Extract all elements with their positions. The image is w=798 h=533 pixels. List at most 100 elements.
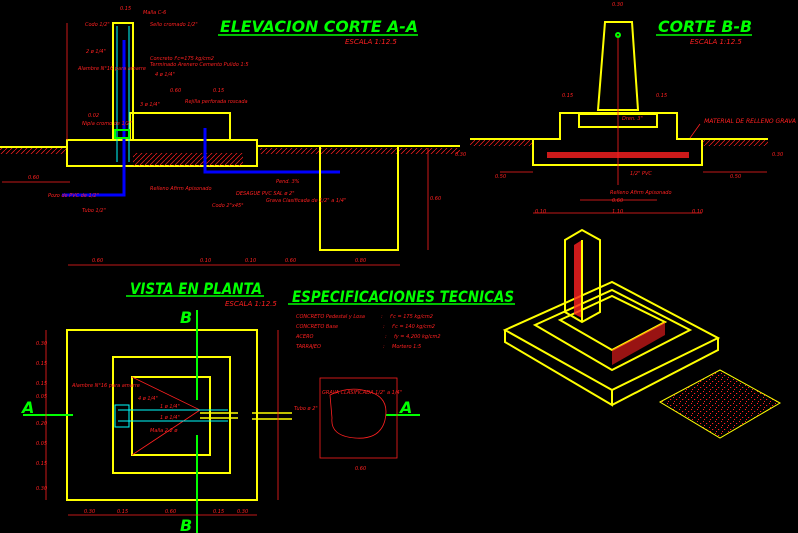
- slab-step: [129, 112, 231, 141]
- svg-text::: :: [381, 314, 383, 320]
- svg-text:Malla C-6: Malla C-6: [143, 10, 166, 16]
- svg-text:Codo 1/2": Codo 1/2": [85, 22, 110, 28]
- svg-text:0.30: 0.30: [455, 152, 466, 158]
- svg-text:0.30: 0.30: [237, 509, 248, 515]
- svg-text:1/2" PVC: 1/2" PVC: [630, 171, 652, 177]
- svg-text:Terminado Arenero Cemento Puli: Terminado Arenero Cemento Pulido 1:5: [150, 62, 249, 68]
- svg-text:0.60: 0.60: [612, 198, 623, 204]
- svg-text:0.15: 0.15: [562, 93, 573, 99]
- plan-dimensions: 0.30 0.15 0.60 0.15 0.30 0.60 0.30 0.15 …: [36, 341, 366, 515]
- isometric-view: [502, 228, 782, 439]
- svg-text::: :: [385, 334, 387, 340]
- svg-text:Pend. 3%: Pend. 3%: [276, 179, 300, 185]
- technical-specs: ESPECIFICACIONES TECNICAS CONCRETO Pedes…: [288, 287, 515, 350]
- svg-text:0.50: 0.50: [730, 174, 741, 180]
- section-a-marker-right: A: [398, 398, 412, 417]
- svg-text:0.05: 0.05: [36, 441, 47, 447]
- svg-text::: :: [383, 344, 385, 350]
- svg-text:0.30: 0.30: [772, 152, 783, 158]
- svg-text:f'c = 140 kg/cm2: f'c = 140 kg/cm2: [392, 324, 435, 330]
- svg-text:0.02: 0.02: [88, 113, 99, 119]
- svg-text:CONCRETO Pedestal y Losa: CONCRETO Pedestal y Losa: [296, 314, 365, 320]
- section-a-marker-left: A: [20, 398, 34, 417]
- svg-text:0.15: 0.15: [656, 93, 667, 99]
- svg-text:0.05: 0.05: [36, 394, 47, 400]
- svg-text:Mortero 1:5: Mortero 1:5: [392, 344, 421, 350]
- svg-text:DESAGUE PVC SAL ø 2": DESAGUE PVC SAL ø 2": [236, 191, 295, 197]
- nipple-fitting: [114, 129, 130, 139]
- svg-text:4 ø 1/4": 4 ø 1/4": [155, 72, 175, 78]
- section-b-scale: ESCALA 1:12.5: [690, 38, 742, 46]
- elevation-scale: ESCALA 1:12.5: [345, 38, 397, 46]
- svg-text:0.15: 0.15: [117, 509, 128, 515]
- svg-text:1 ø 1/4": 1 ø 1/4": [160, 415, 180, 421]
- svg-text:Rejilla perforada roscada: Rejilla perforada roscada: [185, 99, 248, 105]
- svg-text:0.20: 0.20: [36, 421, 47, 427]
- gravel-pit: [319, 145, 399, 251]
- spec-row: CONCRETO Pedestal y Losa: f'c = 175 kg/cm…: [296, 314, 433, 320]
- section-b-marker-bottom: B: [180, 516, 192, 533]
- svg-text:0.30: 0.30: [36, 341, 47, 347]
- spec-row: TARRAJEO: Mortero 1:5: [296, 344, 421, 350]
- svg-text:0.60: 0.60: [165, 509, 176, 515]
- svg-text:CONCRETO Base: CONCRETO Base: [296, 324, 338, 330]
- svg-text:0.30: 0.30: [36, 486, 47, 492]
- section-b: CORTE B-B ESCALA 1:12.5 Dren. 3" MATERIA…: [455, 2, 796, 215]
- svg-text:3 ø 1/4": 3 ø 1/4": [140, 102, 160, 108]
- svg-text:0.60: 0.60: [28, 175, 39, 181]
- svg-text:0.15: 0.15: [36, 361, 47, 367]
- section-b-title: CORTE B-B: [658, 17, 752, 36]
- svg-text:Relleno Afirm Apisonado: Relleno Afirm Apisonado: [610, 190, 672, 196]
- elevation-section-a: ELEVACION CORTE A-A ESCALA 1:12.5 Malla …: [0, 6, 460, 266]
- svg-text:1 ø 1/4": 1 ø 1/4": [160, 404, 180, 410]
- svg-text:0.15: 0.15: [36, 381, 47, 387]
- spec-row: ACERO: fy = 4,200 kg/cm2: [295, 334, 441, 340]
- svg-text:0.60: 0.60: [170, 88, 181, 94]
- plan-notes: Alambre N°16 para amarre 4 ø 1/4" 1 ø 1/…: [71, 383, 402, 434]
- svg-text:0.60: 0.60: [92, 258, 103, 264]
- svg-text:0.15: 0.15: [213, 509, 224, 515]
- svg-text:1.10: 1.10: [612, 209, 623, 215]
- elevation-dimensions: 0.15 0.60 0.15 0.60 0.10 0.60 0.80 0.60 …: [28, 6, 441, 264]
- svg-text:Tubo ø 2": Tubo ø 2": [294, 406, 318, 412]
- svg-text:0.10: 0.10: [692, 209, 703, 215]
- svg-text:0.50: 0.50: [495, 174, 506, 180]
- svg-text:GRAVA CLASIFICADA 1/2" a 1/4": GRAVA CLASIFICADA 1/2" a 1/4": [322, 390, 402, 396]
- svg-text:TARRAJEO: TARRAJEO: [296, 344, 321, 350]
- svg-text:fy = 4,200 kg/cm2: fy = 4,200 kg/cm2: [394, 334, 441, 340]
- svg-text:Alambre N°16 para amarre: Alambre N°16 para amarre: [77, 66, 146, 72]
- svg-text:Grava Clasificada de 1/2" a 1/: Grava Clasificada de 1/2" a 1/4": [266, 198, 346, 204]
- section-b-marker-top: B: [180, 308, 192, 327]
- svg-text:0.60: 0.60: [430, 196, 441, 202]
- plan-view: VISTA EN PLANTA ESCALA 1:12.5 B B A A Al…: [20, 279, 420, 533]
- spec-row: CONCRETO Base: f'c = 140 kg/cm2: [296, 324, 435, 330]
- svg-text:0.10: 0.10: [200, 258, 211, 264]
- svg-text:Concreto f'c=175 kg/cm2: Concreto f'c=175 kg/cm2: [150, 56, 214, 62]
- svg-text:Relleno Afirm Apisonado: Relleno Afirm Apisonado: [150, 186, 212, 192]
- section-b-notes: Dren. 3" MATERIAL DE RELLENO GRAVA Relle…: [610, 116, 796, 196]
- svg-text:Codo 2"x45°: Codo 2"x45°: [212, 203, 244, 209]
- svg-text:0.30: 0.30: [84, 509, 95, 515]
- svg-text:2 ø 1/4": 2 ø 1/4": [86, 49, 106, 55]
- svg-text:Pozo de PVC de 1/2": Pozo de PVC de 1/2": [48, 193, 99, 199]
- svg-text:Sello cromado 1/2": Sello cromado 1/2": [150, 22, 198, 28]
- svg-text:f'c = 175 kg/cm2: f'c = 175 kg/cm2: [390, 314, 433, 320]
- svg-text:0.30: 0.30: [612, 2, 623, 8]
- svg-text:0.60: 0.60: [285, 258, 296, 264]
- section-b-dimensions: 0.30 0.15 0.15 0.30 0.30 0.50 0.50 0.60 …: [455, 2, 783, 215]
- plan-title: VISTA EN PLANTA: [130, 279, 262, 298]
- svg-text:0.10: 0.10: [245, 258, 256, 264]
- svg-text:ACERO: ACERO: [295, 334, 314, 340]
- svg-text:0.80: 0.80: [355, 258, 366, 264]
- fill-material-note: MATERIAL DE RELLENO GRAVA: [704, 118, 796, 125]
- svg-text:Dren. 3": Dren. 3": [622, 116, 643, 122]
- svg-text::: :: [383, 324, 385, 330]
- svg-text:4 ø 1/4": 4 ø 1/4": [138, 396, 158, 402]
- svg-text:Nipla cromo de 1/2": Nipla cromo de 1/2": [82, 121, 132, 127]
- plan-scale: ESCALA 1:12.5: [225, 300, 277, 308]
- svg-text:0.10: 0.10: [535, 209, 546, 215]
- svg-text:Tubo 1/2": Tubo 1/2": [82, 208, 106, 214]
- elevation-title: ELEVACION CORTE A-A: [220, 17, 418, 36]
- svg-text:Alambre N°16 para amarre: Alambre N°16 para amarre: [71, 383, 140, 389]
